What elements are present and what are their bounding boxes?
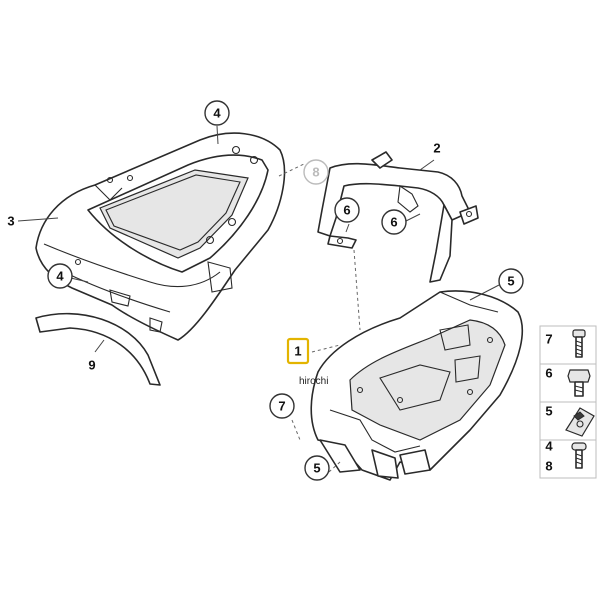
callout-5-bottom[interactable]: 5 [304,455,330,481]
svg-text:5: 5 [313,461,320,476]
frame-bracket-part [317,151,479,283]
legend-row-5[interactable]: 5 [539,401,597,441]
clip-nut-icon [565,407,595,437]
leader-lines [17,125,500,481]
callout-3[interactable]: 3 [7,214,14,229]
svg-text:6: 6 [390,215,397,230]
callout-4-left[interactable]: 4 [47,263,73,289]
callout-5-right[interactable]: 5 [498,268,524,294]
legend-row-4-8[interactable]: 4 8 [539,439,597,479]
callout-6-left[interactable]: 6 [334,197,360,223]
svg-text:7: 7 [545,332,552,347]
svg-text:6: 6 [343,203,350,218]
svg-text:4: 4 [213,106,221,121]
svg-text:3: 3 [7,214,14,229]
screw-icon [572,329,586,358]
trim-strip-part [35,312,161,386]
callout-4-top[interactable]: 4 [204,100,230,126]
callout-7[interactable]: 7 [269,393,295,419]
svg-text:1: 1 [294,344,301,359]
svg-text:4: 4 [545,439,553,454]
watermark-text: hirochi [299,376,328,387]
seat-cowl-part [35,132,286,341]
svg-text:8: 8 [545,459,552,474]
svg-text:5: 5 [507,274,514,289]
callout-9[interactable]: 9 [88,358,95,373]
svg-text:8: 8 [312,165,319,180]
legend-row-7[interactable]: 7 [539,325,597,365]
svg-text:9: 9 [88,358,95,373]
under-tray-part [310,290,524,481]
small-screw-icon [571,442,587,469]
callout-2[interactable]: 2 [433,141,440,156]
svg-text:5: 5 [545,404,552,419]
svg-text:6: 6 [545,366,552,381]
callout-1-highlighted[interactable]: 1 [286,337,310,365]
svg-text:7: 7 [278,399,285,414]
fastener-legend: 7 6 5 [539,325,597,479]
hex-bolt-icon [567,369,591,397]
callout-6-right[interactable]: 6 [381,209,407,235]
svg-text:2: 2 [433,141,440,156]
legend-row-6[interactable]: 6 [539,363,597,403]
svg-text:4: 4 [56,269,64,284]
callout-8-faded[interactable]: 8 [303,159,329,185]
